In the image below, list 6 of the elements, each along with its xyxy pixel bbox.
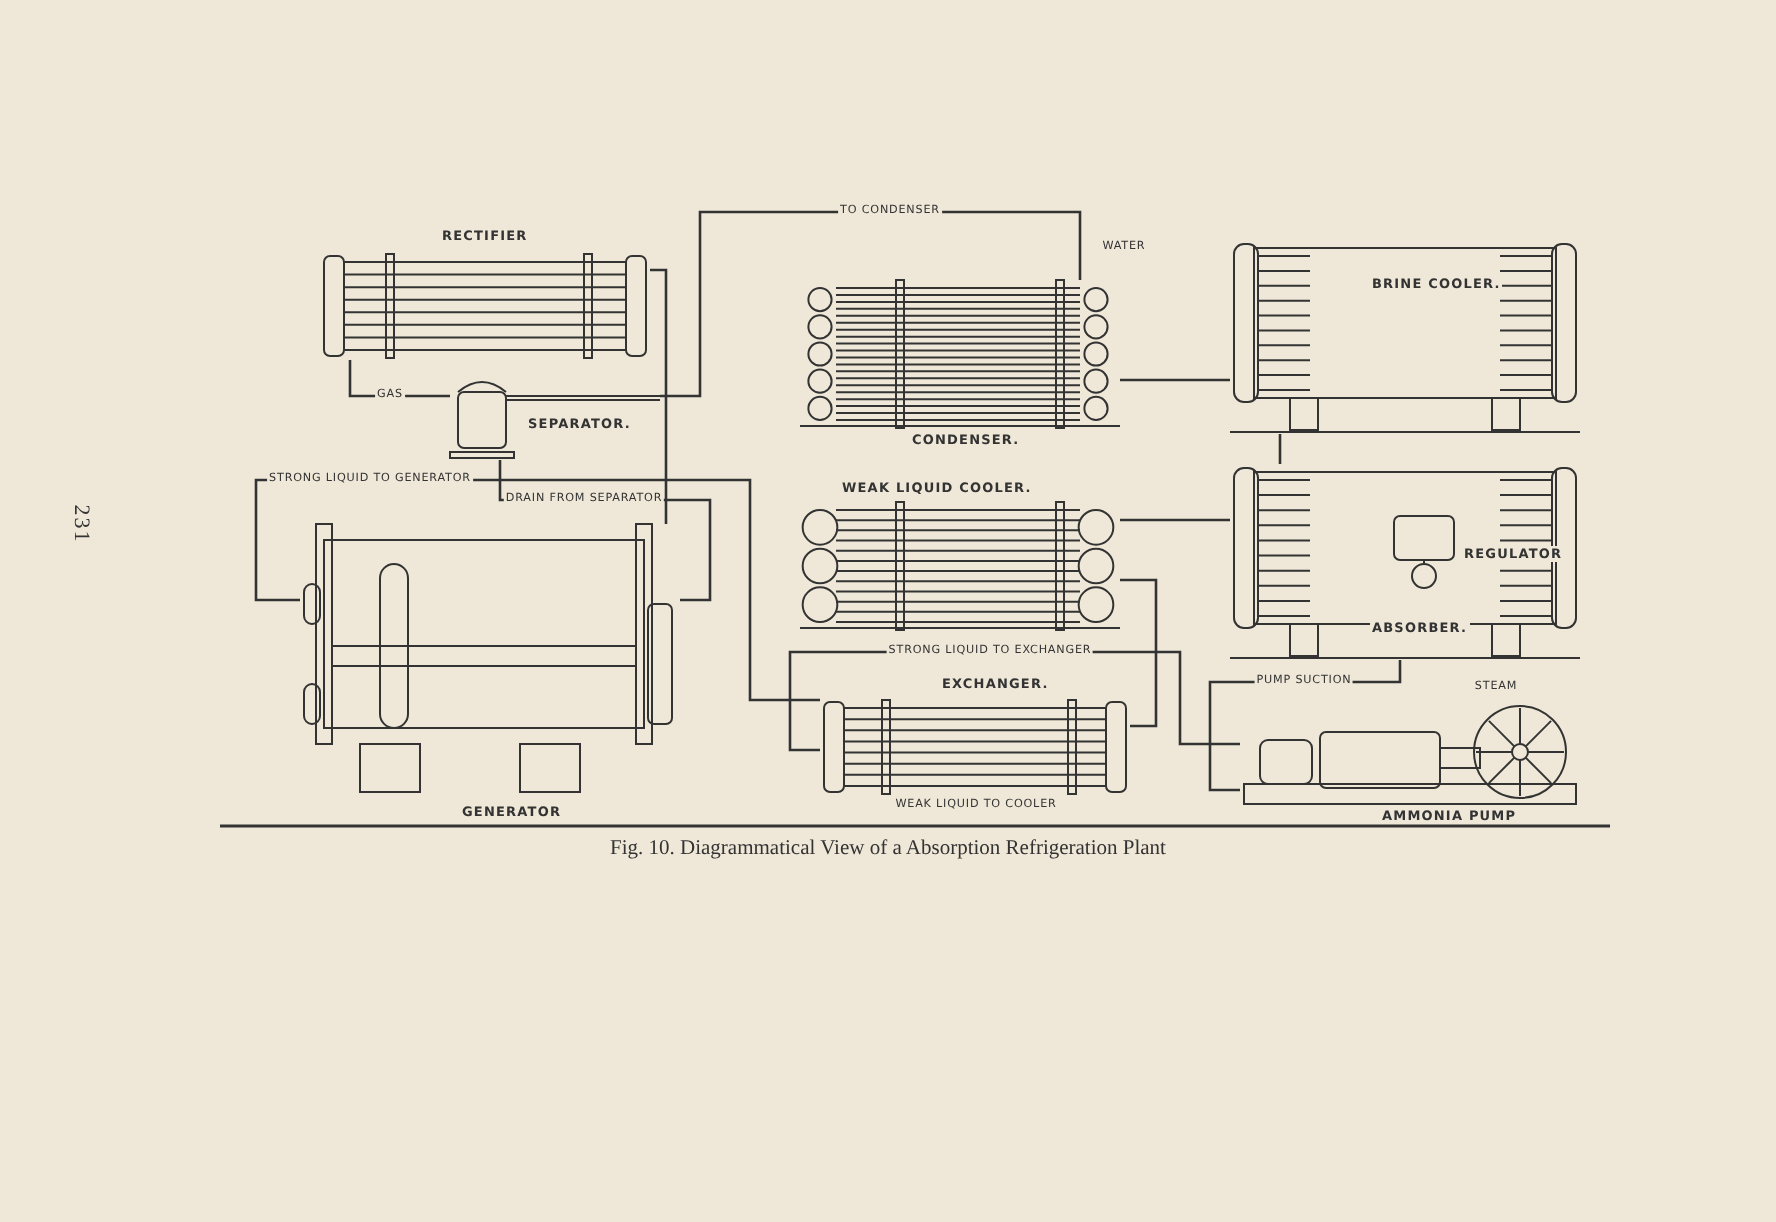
pipe-line	[1120, 578, 1158, 728]
figure-caption: Fig. 10. Diagrammatical View of a Absorption Refrigeration Plant	[610, 838, 1166, 860]
pipe-line	[1120, 518, 1230, 522]
pipe-line	[1278, 434, 1282, 464]
pipe-line	[650, 268, 668, 524]
pipe-line	[1120, 378, 1230, 382]
